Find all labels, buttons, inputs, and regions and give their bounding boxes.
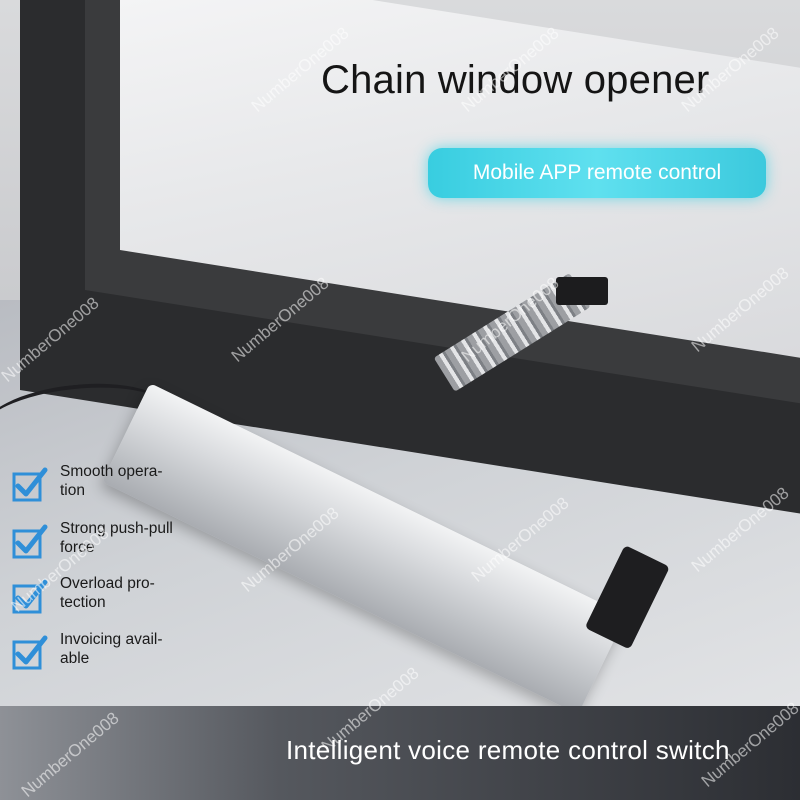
feature-label: Strong push-pull force <box>60 519 210 557</box>
feature-label-line: tion <box>60 482 85 499</box>
feature-label: Invoicing avail- able <box>60 630 210 668</box>
check-icon <box>12 635 48 670</box>
check-icon <box>12 579 48 614</box>
feature-item: Smooth opera- tion <box>12 462 212 510</box>
page-title: Chain window opener <box>321 58 710 102</box>
bottom-caption: Intelligent voice remote control switch <box>286 735 730 765</box>
feature-label: Smooth opera- tion <box>60 462 210 500</box>
feature-label-line: Strong push-pull <box>60 520 173 537</box>
app-remote-label: Mobile APP remote control <box>472 161 722 184</box>
feature-label-line: tection <box>60 594 106 611</box>
feature-label-line: Invoicing avail- <box>60 631 163 648</box>
app-remote-badge: Mobile APP remote control <box>428 148 766 198</box>
feature-label-line: force <box>60 539 95 556</box>
feature-item: Overload pro- tection <box>12 574 212 622</box>
feature-label: Overload pro- tection <box>60 574 210 612</box>
feature-label-line: Overload pro- <box>60 575 155 592</box>
feature-item: Invoicing avail- able <box>12 630 212 678</box>
feature-item: Strong push-pull force <box>12 519 212 567</box>
window-bracket <box>556 277 608 305</box>
check-icon <box>12 467 48 502</box>
feature-label-line: Smooth opera- <box>60 463 163 480</box>
caption-band <box>0 706 800 800</box>
feature-label-line: able <box>60 650 90 667</box>
check-icon <box>12 524 48 559</box>
